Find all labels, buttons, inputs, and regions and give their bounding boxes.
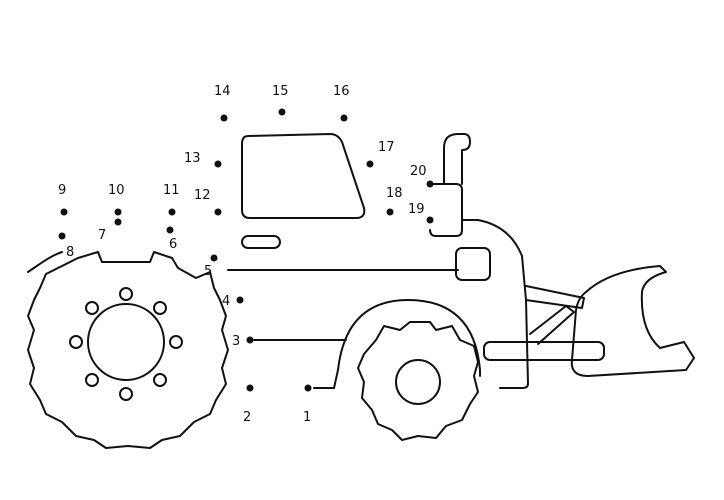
air-intake	[429, 183, 463, 237]
dot-label-4: 4	[222, 294, 230, 309]
rear-tire-outline	[27, 251, 229, 449]
dot-13[interactable]: 13	[184, 151, 222, 168]
front-fender	[313, 299, 481, 389]
dot-10[interactable]: 10	[108, 183, 125, 216]
dot-18[interactable]: 18	[386, 186, 403, 216]
dot-19[interactable]: 19	[408, 202, 434, 224]
dot-label-8: 8	[66, 245, 74, 260]
dot-label-9: 9	[58, 183, 66, 198]
dot-label-5: 5	[204, 264, 212, 279]
rear-hub	[87, 303, 165, 381]
dot-label-13: 13	[184, 151, 201, 166]
numbered-dots: 1 2 3 4 5 6 7 8 9 10 11 12 13 14 15 16 1…	[58, 84, 434, 425]
dot-11[interactable]: 11	[163, 183, 180, 216]
dot-label-10: 10	[108, 183, 125, 198]
front-tire-outline	[357, 321, 479, 441]
dot-label-19: 19	[408, 202, 425, 217]
dot-9[interactable]: 9	[58, 183, 68, 216]
rear-wheel	[27, 251, 229, 449]
dot-20[interactable]: 20	[410, 164, 434, 188]
dot-label-3: 3	[232, 334, 240, 349]
dot-2[interactable]: 2	[243, 384, 254, 426]
dot-7[interactable]: 7	[98, 218, 122, 244]
loader-arm-upper	[525, 285, 585, 309]
dot-label-14: 14	[214, 84, 231, 99]
dot-17[interactable]: 17	[366, 140, 395, 168]
dot-label-12: 12	[194, 188, 211, 203]
dot-label-11: 11	[163, 183, 180, 198]
door-handle	[241, 235, 281, 249]
dot-15[interactable]: 15	[272, 84, 289, 116]
dot-label-2: 2	[243, 410, 251, 425]
dot-label-16: 16	[333, 84, 350, 99]
headlight	[455, 247, 491, 281]
dot-4[interactable]: 4	[222, 294, 244, 309]
rear-lug-nuts	[69, 287, 183, 401]
dot-5[interactable]: 5	[204, 254, 218, 280]
dot-label-1: 1	[303, 410, 311, 425]
dot-label-15: 15	[272, 84, 289, 99]
dot-label-20: 20	[410, 164, 427, 179]
dot-label-6: 6	[169, 237, 177, 252]
dot-14[interactable]: 14	[214, 84, 231, 122]
dot-8[interactable]: 8	[58, 232, 75, 261]
front-hub	[395, 359, 441, 405]
dot-12[interactable]: 12	[194, 188, 222, 216]
front-bar	[483, 341, 605, 361]
cab-window	[241, 133, 366, 219]
loader-arm-diagonal	[529, 305, 575, 345]
hood	[461, 219, 529, 389]
tractor-line-art	[27, 133, 695, 449]
front-wheel	[357, 321, 479, 441]
dot-3[interactable]: 3	[232, 334, 254, 349]
dot-16[interactable]: 16	[333, 84, 350, 122]
dot-label-18: 18	[386, 186, 403, 201]
exhaust-pipe	[443, 133, 471, 185]
dot-6[interactable]: 6	[166, 226, 178, 253]
dot-label-17: 17	[378, 140, 395, 155]
dot-label-7: 7	[98, 228, 106, 243]
loader-bucket	[570, 265, 695, 377]
dot-1[interactable]: 1	[303, 384, 312, 426]
